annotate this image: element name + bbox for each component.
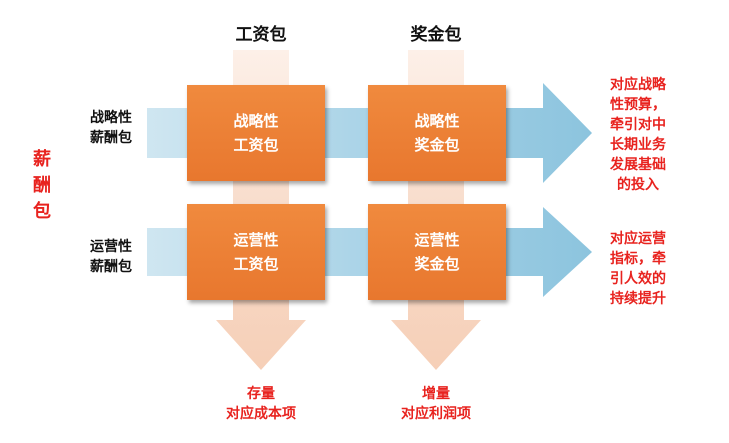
column-header-salary: 工资包 (235, 25, 287, 45)
box-line: 战略性 (414, 112, 460, 130)
note-line: 对应运营 (610, 231, 666, 247)
box-line: 奖金包 (414, 136, 460, 154)
note-line: 牵引对中 (610, 117, 666, 133)
note-salary-bottom: 存量 对应成本项 (206, 384, 316, 424)
note-strategic: 对应战略 性预算， 牵引对中 长期业务 发展基础 的投入 (598, 75, 678, 195)
box-line: 奖金包 (414, 255, 460, 273)
box-line: 运营性 (414, 231, 460, 249)
note-line: 对应战略 (610, 77, 666, 93)
note-line: 指标，牵 (610, 251, 666, 267)
row-label-strategic: 战略性 薪酬包 (76, 108, 146, 148)
note-line: 发展基础 (610, 157, 666, 173)
note-line: 长期业务 (610, 137, 666, 153)
note-line: 引人效的 (610, 271, 666, 287)
side-label-compensation-package: 薪 酬 包 (26, 147, 58, 225)
row-label-line: 战略性 (90, 110, 132, 126)
note-line: 性预算， (610, 97, 666, 113)
note-line: 的投入 (617, 177, 659, 193)
box-line: 工资包 (233, 136, 279, 154)
box-operational-salary: 运营性 工资包 (187, 204, 325, 300)
box-line: 运营性 (233, 231, 279, 249)
side-label-char: 包 (33, 201, 51, 222)
note-bonus-bottom: 增量 对应利润项 (381, 384, 491, 424)
note-line: 存量 (247, 386, 275, 402)
row-label-line: 运营性 (90, 239, 132, 255)
box-line: 战略性 (233, 112, 279, 130)
note-operational: 对应运营 指标，牵 引人效的 持续提升 (598, 229, 678, 309)
column-header-bonus: 奖金包 (410, 25, 462, 45)
note-line: 对应成本项 (226, 406, 296, 422)
row-label-operational: 运营性 薪酬包 (76, 237, 146, 277)
note-line: 增量 (422, 386, 450, 402)
box-strategic-bonus: 战略性 奖金包 (368, 85, 506, 181)
side-label-char: 酬 (33, 175, 51, 196)
box-operational-bonus: 运营性 奖金包 (368, 204, 506, 300)
box-line: 工资包 (233, 255, 279, 273)
note-line: 持续提升 (610, 291, 666, 307)
row-label-line: 薪酬包 (90, 259, 132, 275)
row-label-line: 薪酬包 (90, 130, 132, 146)
note-line: 对应利润项 (401, 406, 471, 422)
box-strategic-salary: 战略性 工资包 (187, 85, 325, 181)
side-label-char: 薪 (33, 149, 51, 170)
